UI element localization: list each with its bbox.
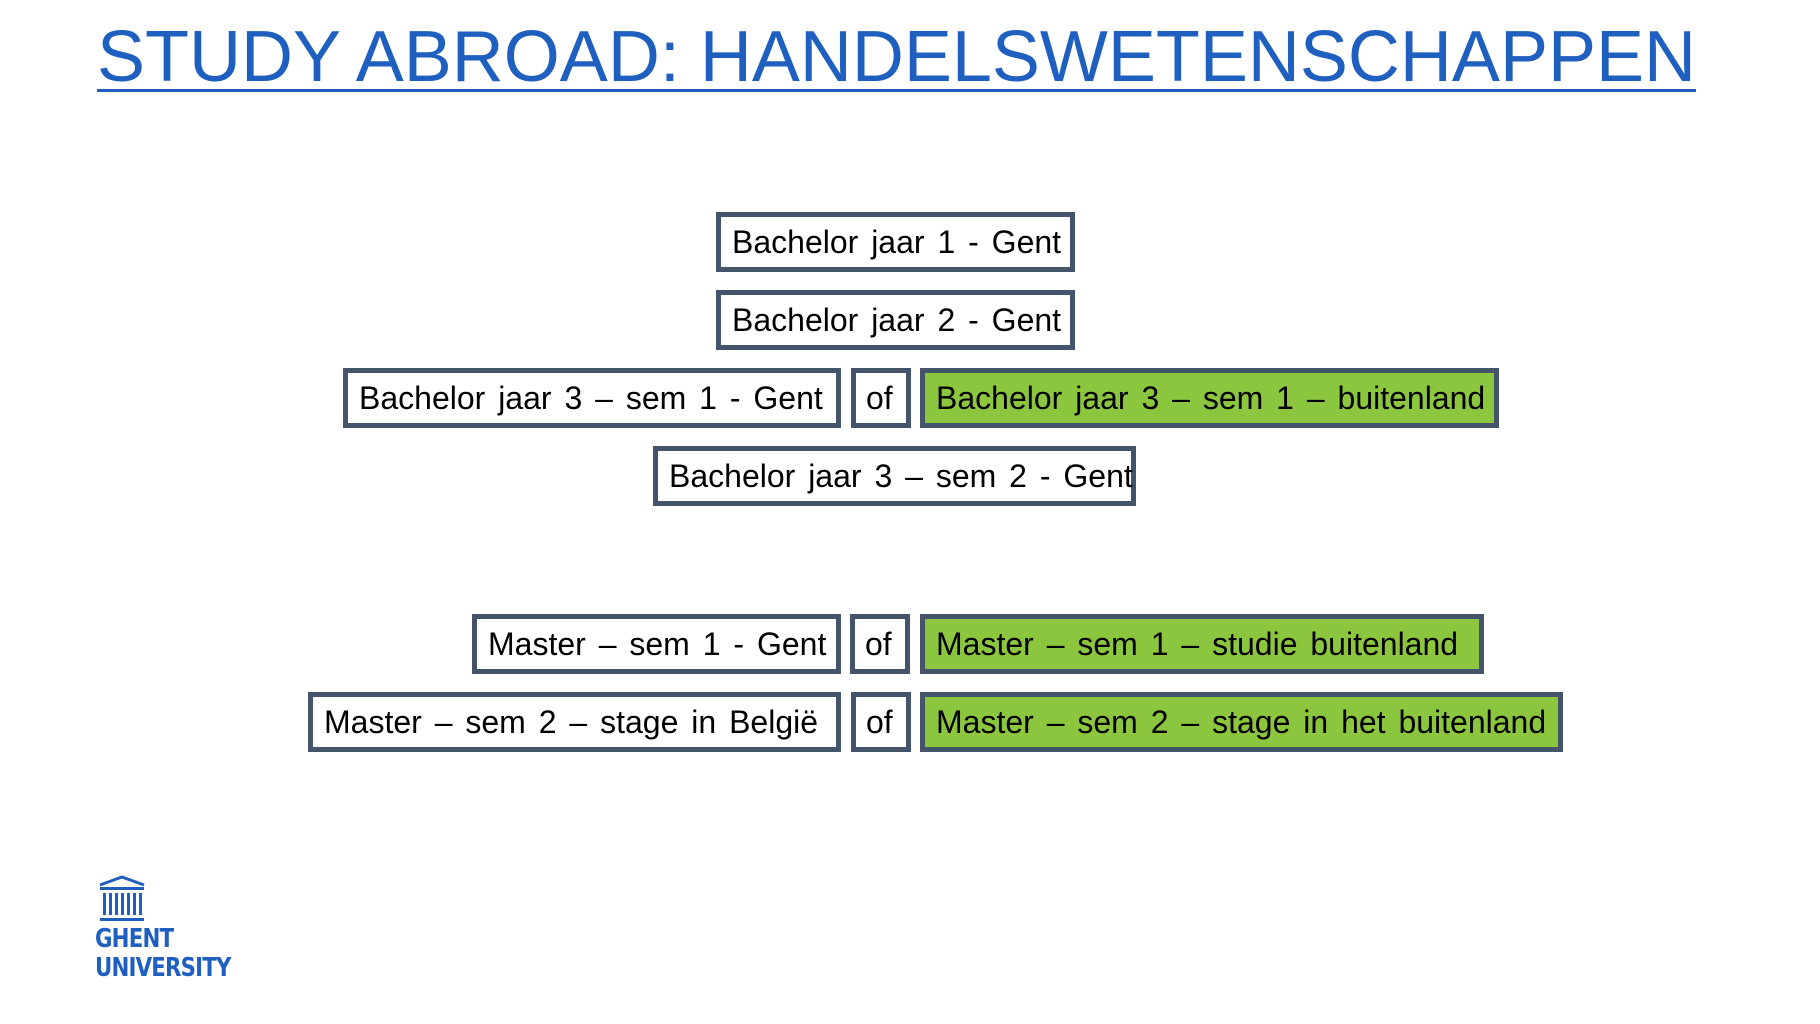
bachelor-year3-sem1-abroad-box: Bachelor jaar 3 – sem 1 – buitenland [920, 368, 1499, 428]
or-connector: of [850, 614, 910, 674]
university-building-icon [99, 875, 145, 921]
bachelor-year2-box: Bachelor jaar 2 - Gent [716, 290, 1075, 350]
master-sem1-abroad-study-box: Master – sem 1 – studie buitenland [920, 614, 1484, 674]
bachelor-year1-box: Bachelor jaar 1 - Gent [716, 212, 1075, 272]
page-title: STUDY ABROAD: HANDELSWETENSCHAPPEN [97, 17, 1697, 97]
or-connector: of [851, 692, 911, 752]
bachelor-year3-sem2-gent-box: Bachelor jaar 3 – sem 2 - Gent [653, 446, 1136, 506]
master-sem1-gent-box: Master – sem 1 - Gent [472, 614, 841, 674]
logo-text-line1: GHENT [95, 924, 174, 954]
master-sem2-internship-abroad-box: Master – sem 2 – stage in het buitenland [920, 692, 1563, 752]
bachelor-year3-sem1-gent-box: Bachelor jaar 3 – sem 1 - Gent [343, 368, 841, 428]
logo-text-line2: UNIVERSITY [95, 953, 231, 983]
master-sem2-internship-belgium-box: Master – sem 2 – stage in België [308, 692, 841, 752]
or-connector: of [851, 368, 911, 428]
ghent-university-logo: GHENT UNIVERSITY [95, 875, 235, 983]
